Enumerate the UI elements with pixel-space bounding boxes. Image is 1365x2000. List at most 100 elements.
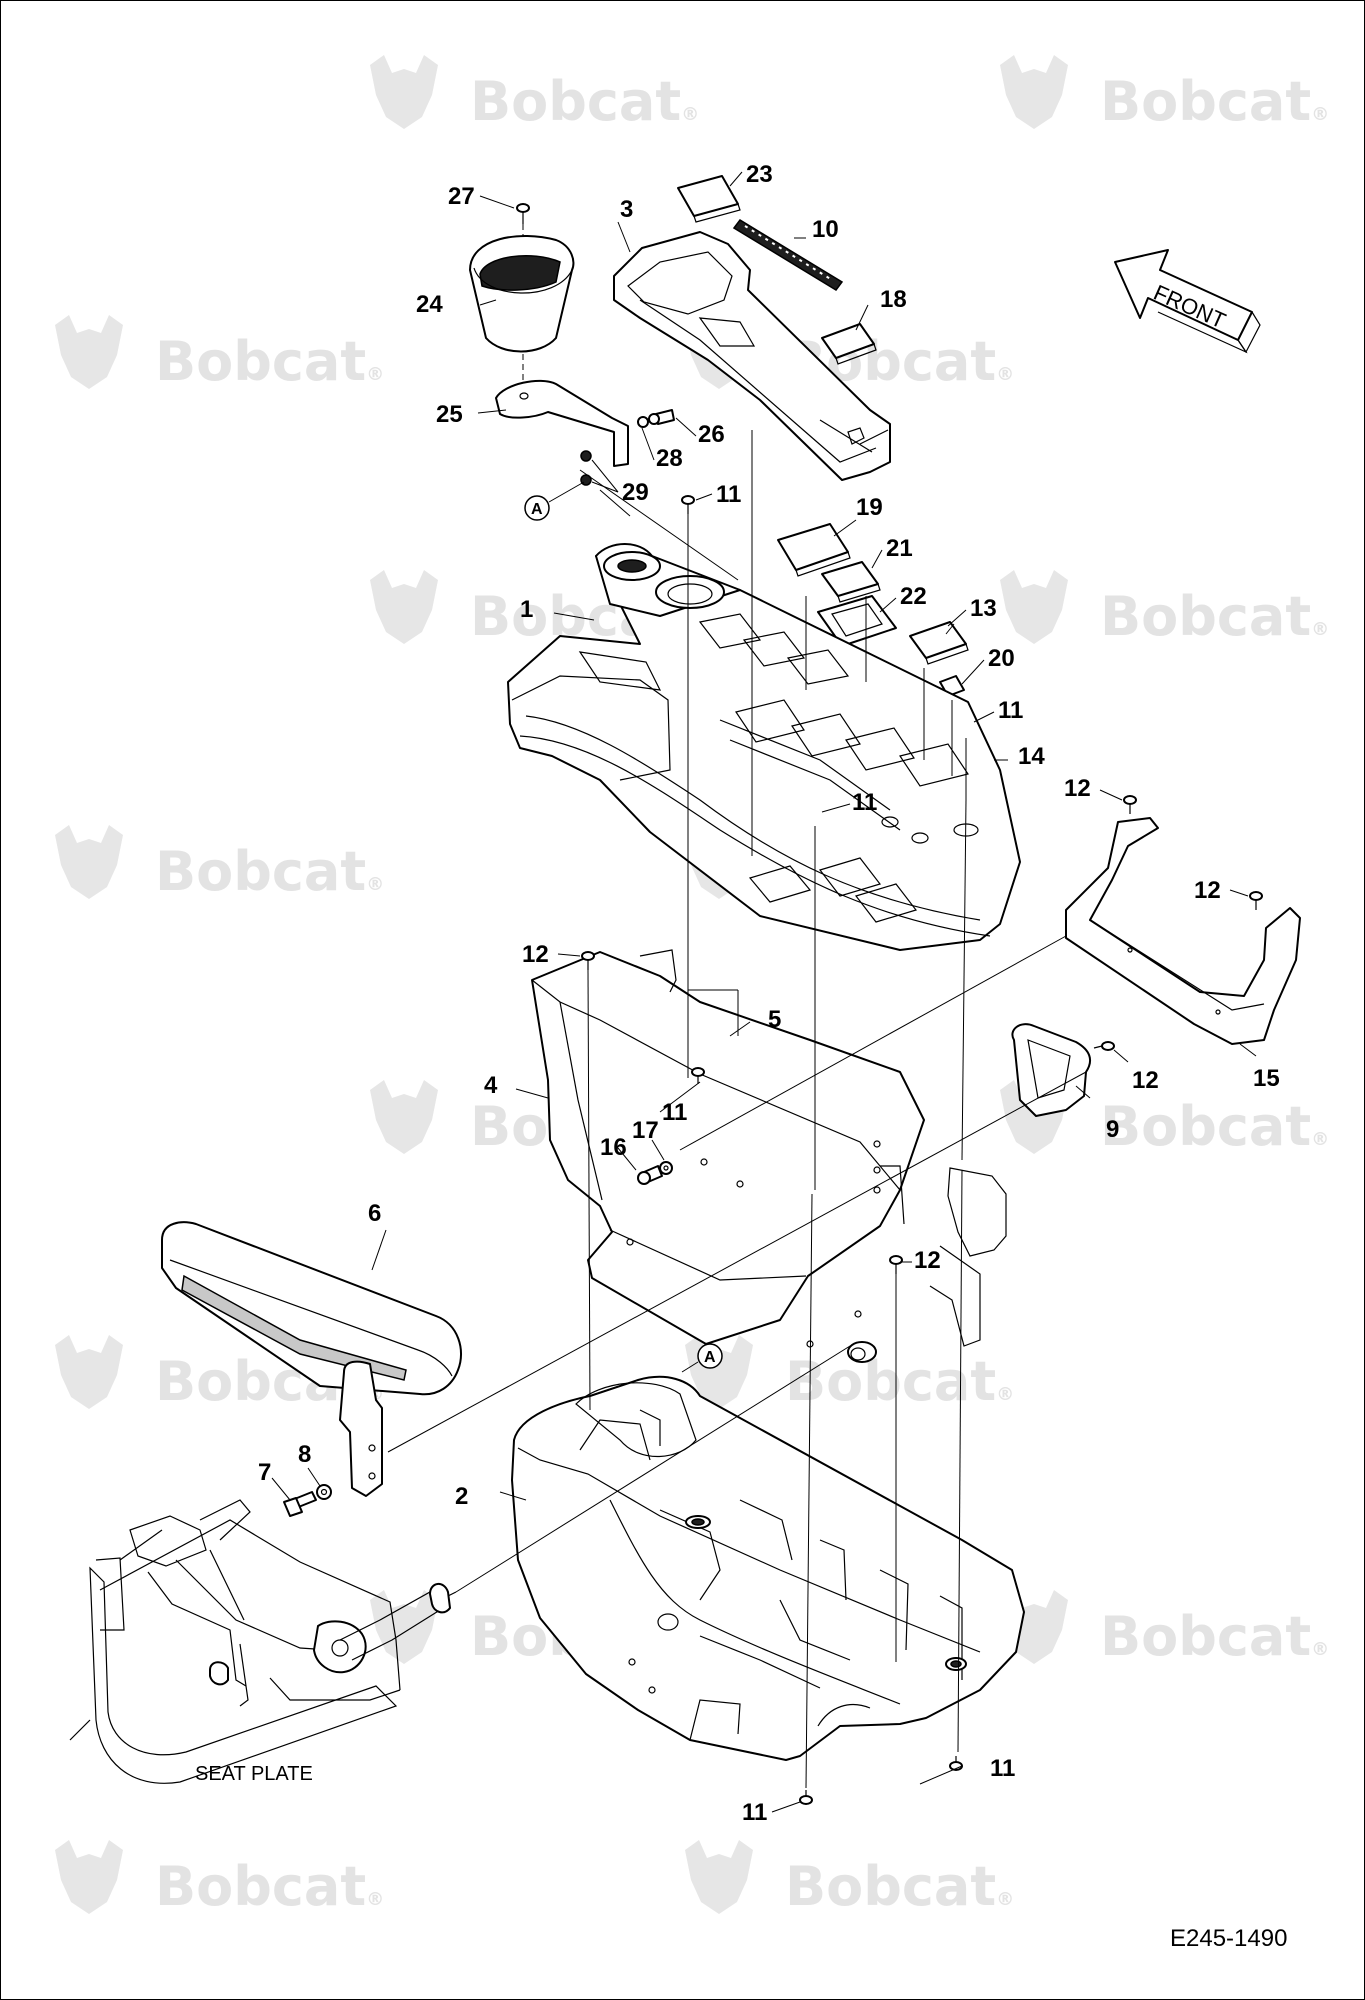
callout-11: 11 [998, 697, 1023, 724]
part-29-nuts [580, 450, 592, 486]
reference-marker-a-upper: A [524, 481, 585, 521]
svg-text:Bobcat®: Bobcat® [155, 1855, 384, 1918]
part-4-console-frame [531, 949, 1007, 1363]
callout-27: 27 [448, 183, 475, 210]
svg-text:A: A [531, 501, 543, 518]
callout-3: 3 [620, 196, 633, 223]
bobcat-logo-icon [55, 825, 123, 899]
callout-11: 11 [990, 1755, 1015, 1782]
seat-plate [69, 1499, 457, 1784]
part-6-armrest [161, 1221, 462, 1497]
callout-18: 18 [880, 286, 907, 313]
seat-plate-label: SEAT PLATE [195, 1763, 313, 1785]
bobcat-logo-icon [55, 315, 123, 389]
callout-11: 11 [852, 789, 877, 816]
part-23-cover [677, 175, 741, 223]
part-13-switch-cover [909, 621, 969, 665]
callout-11: 11 [742, 1799, 767, 1826]
part-17-washer [659, 1161, 673, 1175]
part-28-washer [637, 416, 649, 428]
callout-10: 10 [812, 216, 839, 243]
part-21-switch-cover [821, 561, 881, 603]
svg-text:Bobcat®: Bobcat® [1100, 1095, 1329, 1158]
bobcat-logo-icon [685, 1840, 753, 1914]
callout-9: 9 [1106, 1116, 1119, 1143]
svg-text:Bobcat®: Bobcat® [155, 330, 384, 393]
bobcat-logo-icon [1000, 570, 1068, 644]
svg-text:Bobcat®: Bobcat® [155, 840, 384, 903]
part-11-screw [949, 1756, 963, 1771]
callout-24: 24 [416, 291, 443, 318]
svg-text:Bobcat®: Bobcat® [1100, 585, 1329, 648]
part-11-screw [691, 1067, 705, 1084]
part-12-screw [581, 951, 595, 970]
callout-21: 21 [886, 535, 913, 562]
svg-text:Bobcat®: Bobcat® [470, 70, 699, 133]
bobcat-logo-icon [55, 1335, 123, 1409]
part-11-screw [799, 1790, 813, 1805]
callout-12: 12 [1194, 877, 1221, 904]
part-12-screw [1249, 891, 1263, 910]
part-1-console-main [507, 543, 1021, 951]
callout-7: 7 [258, 1459, 271, 1486]
part-7-bolt [283, 1491, 317, 1517]
callout-4: 4 [484, 1072, 498, 1099]
part-15-rear-cover [1065, 817, 1301, 1045]
bobcat-logo-icon [370, 570, 438, 644]
svg-text:Bobcat®: Bobcat® [785, 1855, 1014, 1918]
bobcat-logo-icon [1000, 55, 1068, 129]
part-12-screw [889, 1255, 903, 1274]
callout-leaders [371, 221, 1257, 1785]
part-9-bracket [1011, 1023, 1092, 1117]
part-12-screw [1123, 795, 1137, 814]
callout-12: 12 [1064, 775, 1091, 802]
part-8-washer [316, 1484, 332, 1500]
svg-text:Bobcat®: Bobcat® [1100, 70, 1329, 133]
part-12-screw [1093, 1041, 1115, 1051]
callout-29-leader [271, 171, 1249, 1813]
callout-13: 13 [970, 595, 997, 622]
callout-14: 14 [1018, 743, 1045, 770]
assembly-lines [387, 430, 1087, 1789]
callout-16: 16 [600, 1134, 627, 1161]
part-25-bracket [495, 379, 629, 467]
callout-23: 23 [746, 161, 773, 188]
drawing-number: E245-1490 [1170, 1925, 1287, 1952]
callout-15: 15 [1253, 1065, 1280, 1092]
callout-2: 2 [455, 1483, 468, 1510]
part-11-screw [681, 495, 695, 514]
callout-1: 1 [520, 596, 533, 623]
callout-11: 11 [662, 1099, 687, 1126]
bobcat-logo-icon [370, 55, 438, 129]
bobcat-logo-icon [370, 1080, 438, 1154]
part-27-screw [516, 203, 530, 224]
bobcat-logo-icon [55, 1840, 123, 1914]
part-19-switch-cover [777, 523, 851, 577]
part-24-cup-holder [469, 234, 575, 353]
front-direction-arrow: FRONT [1114, 249, 1261, 354]
bobcat-logo-icon [370, 1590, 438, 1664]
callout-17: 17 [632, 1117, 659, 1144]
svg-text:Bobcat®: Bobcat® [785, 1350, 1014, 1413]
part-22-switch-frame [817, 595, 897, 647]
callout-12: 12 [522, 941, 549, 968]
part-16-bolt [637, 1165, 663, 1185]
callout-6: 6 [368, 1200, 381, 1227]
callout-5: 5 [768, 1006, 781, 1033]
callout-25: 25 [436, 401, 463, 428]
callout-8: 8 [298, 1441, 311, 1468]
part-3-upper-console-panel [613, 231, 891, 481]
callout-29: 29 [622, 479, 649, 506]
callout-22: 22 [900, 583, 927, 610]
callout-12: 12 [914, 1247, 941, 1274]
part-2-lower-console-shell [511, 1375, 1025, 1761]
svg-text:Bobcat®: Bobcat® [1100, 1605, 1329, 1668]
callout-labels: 1 2 3 4 5 6 7 8 9 10 11 11 11 11 11 11 1… [258, 161, 1280, 1826]
part-18-cover [821, 323, 877, 365]
part-26-bolt [648, 409, 675, 425]
callout-26: 26 [698, 421, 725, 448]
reference-marker-a-lower: A [681, 1343, 723, 1373]
callout-28: 28 [656, 445, 683, 472]
part-10-decal [732, 219, 844, 291]
